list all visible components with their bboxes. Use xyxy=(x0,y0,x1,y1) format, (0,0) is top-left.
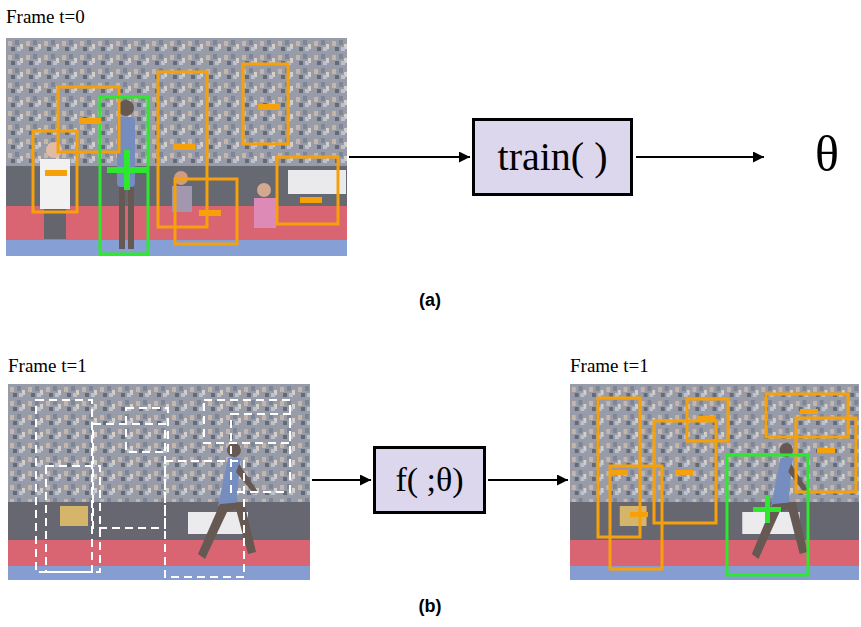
picture-shape xyxy=(79,118,101,124)
flow-arrow xyxy=(488,479,568,481)
picture-shape xyxy=(158,72,207,227)
parameter-symbol: θ xyxy=(815,126,839,182)
picture-shape xyxy=(45,170,67,176)
video-frame-picture xyxy=(570,384,859,580)
video-frame-picture xyxy=(8,384,310,580)
picture-shape xyxy=(610,409,835,517)
picture-shape xyxy=(33,131,77,212)
picture-shape xyxy=(630,512,648,517)
picture-shape xyxy=(173,144,195,150)
video-frame: Frame t=0 xyxy=(6,38,347,256)
picture-shape xyxy=(36,400,92,572)
picture-shape xyxy=(231,414,290,492)
picture-shape xyxy=(165,461,244,577)
picture-shape xyxy=(45,104,322,216)
picture-shape xyxy=(124,150,130,190)
picture-shape xyxy=(766,394,848,437)
frame-heading: Frame t=1 xyxy=(570,355,649,377)
picture-shape xyxy=(199,210,221,216)
panel-label: (a) xyxy=(419,290,441,310)
picture-shape xyxy=(126,408,168,452)
video-frame: Frame t=1 xyxy=(8,384,310,580)
picture-shape xyxy=(93,424,165,528)
picture-shape xyxy=(107,150,147,190)
picture-shape xyxy=(654,421,716,523)
function-box: train( ) xyxy=(472,118,633,196)
output-arrow xyxy=(636,156,764,158)
picture-shape xyxy=(765,495,770,523)
scored-boxes xyxy=(598,394,856,575)
picture-shape xyxy=(46,466,100,572)
picture-shape xyxy=(800,409,818,414)
picture-shape xyxy=(697,416,715,421)
function-name: train( ) xyxy=(498,134,608,180)
candidate-boxes xyxy=(36,400,290,577)
picture-shape xyxy=(100,97,148,254)
training-boxes xyxy=(33,64,338,254)
picture-shape xyxy=(753,495,781,523)
picture-shape xyxy=(727,455,808,575)
picture-shape xyxy=(277,157,338,224)
label-holder: (a) xyxy=(419,290,441,311)
picture-shape xyxy=(204,400,290,443)
function-box: f( ;θ) xyxy=(373,446,486,514)
video-frame-picture xyxy=(6,38,347,256)
frame-heading: Frame t=1 xyxy=(8,355,87,377)
frame-heading-holder: Frame t=1 xyxy=(570,355,649,377)
frame-heading-holder: Frame t=1 xyxy=(8,355,87,377)
frame-heading-holder: Frame t=0 xyxy=(6,6,85,28)
picture-shape xyxy=(817,448,835,453)
picture-shape xyxy=(610,470,628,475)
picture-shape xyxy=(687,399,728,441)
function-name: f( ;θ) xyxy=(395,460,463,499)
flow-arrow xyxy=(349,156,470,158)
label-holder: (b) xyxy=(419,596,442,617)
picture-shape xyxy=(175,179,237,244)
picture-shape xyxy=(33,64,338,244)
picture-shape xyxy=(300,197,322,203)
panel-label: (b) xyxy=(419,596,442,616)
frame-heading: Frame t=0 xyxy=(6,6,85,28)
picture-shape xyxy=(675,470,693,475)
video-frame: Frame t=1 xyxy=(570,384,859,580)
picture-shape xyxy=(243,64,288,144)
flow-arrow xyxy=(312,479,371,481)
picture-shape xyxy=(258,104,280,110)
label-holder: θ xyxy=(815,126,839,184)
